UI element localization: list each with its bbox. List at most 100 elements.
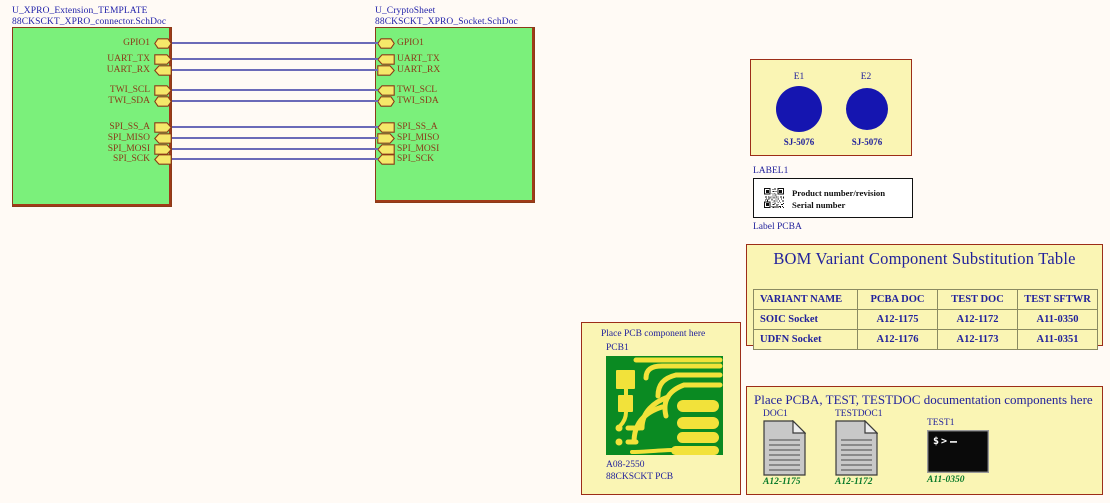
port-label-spi_miso: SPI_MISO: [107, 133, 150, 143]
wire-spi_sck[interactable]: [172, 158, 378, 160]
bom-variant-table[interactable]: VARIANT NAME PCBA DOC TEST DOC TEST SFTW…: [753, 289, 1098, 350]
bom-cell-test-sftwr: A11-0351: [1017, 329, 1098, 350]
table-row[interactable]: SOIC Socket A12-1175 A12-1172 A11-0350: [753, 309, 1098, 330]
port-uart_rx-icon[interactable]: [154, 65, 172, 76]
sheet-symbol-left[interactable]: [12, 27, 172, 207]
port-label-spi_sck: SPI_SCK: [397, 154, 434, 164]
port-spi_ss_a-icon[interactable]: [377, 122, 395, 133]
wire-uart_rx[interactable]: [172, 69, 378, 71]
bom-header-cell: TEST SFTWR: [1017, 289, 1098, 310]
part-comment-e1: SJ-5076: [783, 137, 815, 147]
port-uart_tx-icon[interactable]: [154, 54, 172, 65]
wire-uart_tx[interactable]: [172, 58, 378, 60]
terminal-icon[interactable]: $ >: [927, 430, 989, 473]
port-label-spi_ss_a: SPI_SS_A: [397, 122, 438, 132]
part-designator-e2: E2: [860, 72, 872, 82]
qr-code-icon: [764, 188, 784, 208]
port-uart_rx-icon[interactable]: [377, 65, 395, 76]
port-spi_mosi-icon[interactable]: [154, 144, 172, 155]
port-label-spi_miso: SPI_MISO: [397, 133, 440, 143]
sheet-symbol-designator-left: U_XPRO_Extension_TEMPLATE 88CKSCKT_XPRO_…: [12, 6, 166, 27]
port-twi_scl-icon[interactable]: [154, 85, 172, 96]
wire-gpio1[interactable]: [172, 42, 378, 44]
bom-table-title: BOM Variant Component Substitution Table: [773, 249, 1076, 268]
port-spi_miso-icon[interactable]: [377, 133, 395, 144]
port-label-gpio1: GPIO1: [123, 38, 150, 48]
pcb-part-number: A08-2550: [606, 460, 645, 470]
sheet-symbol-right[interactable]: [375, 27, 535, 203]
sheet-filename-text: 88CKSCKT_XPRO_Socket.SchDoc: [375, 16, 518, 27]
pcb-component-panel[interactable]: Place PCB component here PCB1: [581, 322, 741, 495]
port-label-twi_scl: TWI_SCL: [397, 85, 438, 95]
svg-text:$: $: [933, 436, 939, 447]
port-spi_miso-icon[interactable]: [154, 133, 172, 144]
port-twi_scl-icon[interactable]: [377, 85, 395, 96]
sheet-symbol-designator-right: U_CryptoSheet 88CKSCKT_XPRO_Socket.SchDo…: [375, 6, 518, 27]
port-twi_sda-icon[interactable]: [154, 96, 172, 107]
bom-cell-variant-name: SOIC Socket: [753, 309, 858, 330]
port-label-uart_tx: UART_TX: [397, 54, 440, 64]
doc-comment-testdoc1: A12-1172: [835, 477, 873, 487]
port-uart_tx-icon[interactable]: [377, 54, 395, 65]
round-pad-e2[interactable]: [846, 88, 888, 130]
doc-comment-test1: A11-0350: [927, 475, 965, 485]
bom-header-cell: VARIANT NAME: [753, 289, 858, 310]
wire-spi_ss_a[interactable]: [172, 126, 378, 128]
table-row[interactable]: UDFN Socket A12-1176 A12-1173 A11-0351: [753, 329, 1098, 350]
port-label-uart_rx: UART_RX: [397, 65, 441, 75]
wire-spi_miso[interactable]: [172, 137, 378, 139]
wire-twi_scl[interactable]: [172, 89, 378, 91]
bom-cell-pcba-doc: A12-1176: [857, 329, 938, 350]
label-line-1: Product number/revision: [792, 188, 886, 198]
label-caption: Label PCBA: [753, 222, 802, 232]
doc-designator-testdoc1: TESTDOC1: [835, 409, 883, 419]
testpoint-panel[interactable]: E1 SJ-5076 E2 SJ-5076: [750, 59, 912, 156]
document-icon[interactable]: [835, 420, 878, 476]
bom-variant-table-panel[interactable]: BOM Variant Component Substitution Table…: [746, 244, 1103, 350]
port-label-twi_scl: TWI_SCL: [109, 85, 150, 95]
port-spi_mosi-icon[interactable]: [377, 144, 395, 155]
port-gpio1-icon[interactable]: [377, 38, 395, 49]
port-label-gpio1: GPIO1: [397, 38, 424, 48]
port-label-twi_sda: TWI_SDA: [108, 96, 150, 106]
pcb-description: 88CKSCKT PCB: [606, 472, 674, 482]
bom-cell-test-doc: A12-1172: [937, 309, 1018, 330]
bom-header-cell: PCBA DOC: [857, 289, 938, 310]
bom-header-cell: TEST DOC: [937, 289, 1018, 310]
label-line-2: Serial number: [792, 200, 846, 210]
port-twi_sda-icon[interactable]: [377, 96, 395, 107]
port-label-spi_sck: SPI_SCK: [113, 154, 150, 164]
documentation-panel-note: Place PCBA, TEST, TESTDOC documentation …: [754, 392, 1093, 407]
document-icon[interactable]: [763, 420, 806, 476]
bom-cell-test-doc: A12-1173: [937, 329, 1018, 350]
sheet-designator-text: U_XPRO_Extension_TEMPLATE: [12, 6, 148, 16]
svg-text:>: >: [941, 436, 947, 447]
port-label-twi_sda: TWI_SDA: [397, 96, 439, 106]
bom-cell-test-sftwr: A11-0350: [1017, 309, 1098, 330]
bom-header-row: VARIANT NAME PCBA DOC TEST DOC TEST SFTW…: [753, 289, 1098, 310]
port-spi_sck-icon[interactable]: [154, 154, 172, 165]
sheet-filename-text: 88CKSCKT_XPRO_connector.SchDoc: [12, 16, 167, 27]
documentation-panel[interactable]: Place PCBA, TEST, TESTDOC documentation …: [746, 386, 1103, 495]
doc-comment-doc1: A12-1175: [763, 477, 801, 487]
port-label-spi_ss_a: SPI_SS_A: [109, 122, 150, 132]
sheet-symbol-left-body: [13, 28, 171, 206]
wire-spi_mosi[interactable]: [172, 148, 378, 150]
port-label-uart_rx: UART_RX: [106, 65, 150, 75]
port-label-spi_mosi: SPI_MOSI: [107, 144, 150, 154]
round-pad-e1[interactable]: [776, 86, 822, 132]
pcb-designator: PCB1: [606, 343, 629, 353]
sheet-designator-text: U_CryptoSheet: [375, 6, 436, 16]
wire-twi_sda[interactable]: [172, 100, 378, 102]
bom-cell-pcba-doc: A12-1175: [857, 309, 938, 330]
port-spi_ss_a-icon[interactable]: [154, 122, 172, 133]
port-gpio1-icon[interactable]: [154, 38, 172, 49]
pcb-board-graphic[interactable]: [606, 356, 723, 455]
label-component[interactable]: Product number/revision Serial number: [753, 178, 913, 218]
part-comment-e2: SJ-5076: [851, 137, 883, 147]
sheet-symbol-right-body: [376, 28, 534, 202]
doc-designator-doc1: DOC1: [763, 409, 788, 419]
port-spi_sck-icon[interactable]: [377, 154, 395, 165]
pcb-panel-note: Place PCB component here: [601, 329, 706, 339]
